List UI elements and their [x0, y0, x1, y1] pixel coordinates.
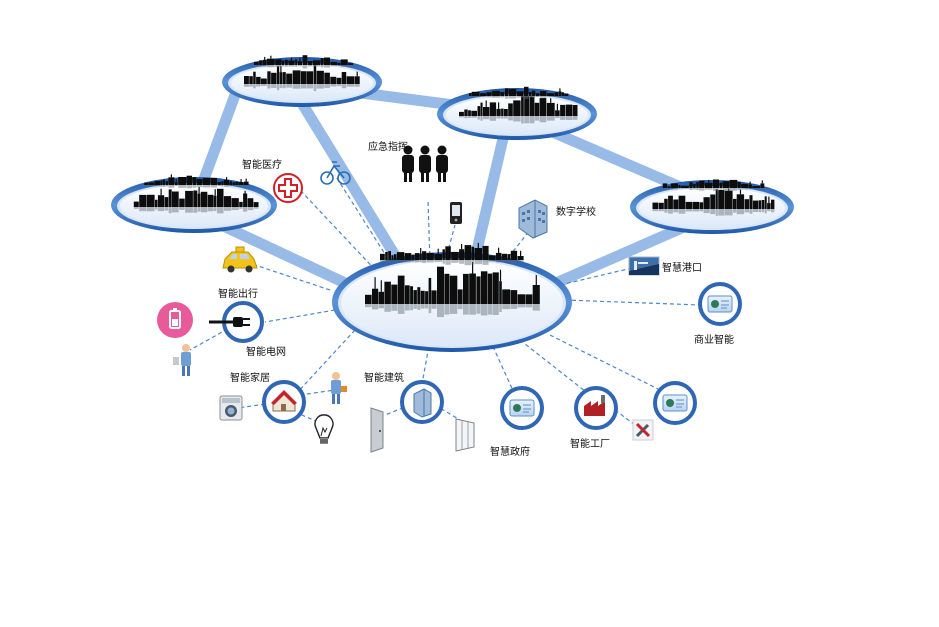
battery-icon — [157, 302, 193, 338]
tools-icon — [632, 419, 654, 441]
globe-card-icon — [698, 282, 742, 326]
window-icon — [455, 418, 475, 452]
label-smart-grid: 智能电网 — [246, 345, 286, 358]
link-e-center — [534, 214, 706, 296]
city-hub-east — [630, 179, 794, 234]
power-plug-icon — [209, 301, 264, 343]
label-smart-home: 智能家居 — [230, 371, 270, 384]
link-nw-w — [194, 89, 241, 196]
washing-machine-icon — [219, 395, 243, 421]
label-smart-travel: 智能出行 — [218, 287, 258, 300]
office-tower-icon — [400, 380, 444, 424]
worker-icon — [331, 372, 347, 404]
skyline — [459, 96, 578, 124]
worker-icon — [173, 344, 191, 376]
label-digital-school: 数字学校 — [556, 205, 596, 218]
city-hub-northwest — [222, 55, 382, 107]
bicycle-icon — [320, 161, 351, 185]
mobile-phone-icon — [450, 202, 462, 224]
door-icon — [370, 407, 384, 453]
factory-icon — [574, 386, 618, 430]
city-hub-center — [332, 242, 572, 352]
label-smart-factory: 智能工厂 — [570, 437, 610, 450]
label-business-intelligence: 商业智能 — [694, 333, 734, 346]
skyline — [133, 187, 259, 214]
label-emergency-command: 应急指挥 — [368, 140, 408, 153]
red-cross-icon — [273, 173, 303, 203]
globe-card-icon — [500, 386, 544, 430]
people-icon — [402, 145, 448, 182]
label-smart-port: 智慧港口 — [662, 261, 702, 274]
city-hub-west — [111, 174, 277, 233]
taxi-icon — [222, 246, 258, 273]
city-hub-north — [437, 86, 597, 140]
city-hubs — [111, 55, 794, 352]
school-building-icon — [518, 199, 548, 239]
light-bulb-icon — [314, 414, 334, 444]
label-smart-medical: 智能医疗 — [242, 158, 282, 171]
skyline — [652, 188, 775, 216]
label-smart-government: 智慧政府 — [490, 445, 530, 458]
port-icon — [628, 256, 660, 276]
house-icon — [262, 380, 306, 424]
globe-card-icon — [653, 381, 697, 425]
link-nw-center — [294, 94, 416, 286]
label-smart-building: 智能建筑 — [364, 371, 404, 384]
service-labels: 智能医疗 应急指挥 数字学校 智能出行 智能电网 智慧港口 商业智能 智能家居 … — [218, 140, 734, 458]
skyline — [365, 262, 540, 318]
skyline — [244, 65, 360, 92]
